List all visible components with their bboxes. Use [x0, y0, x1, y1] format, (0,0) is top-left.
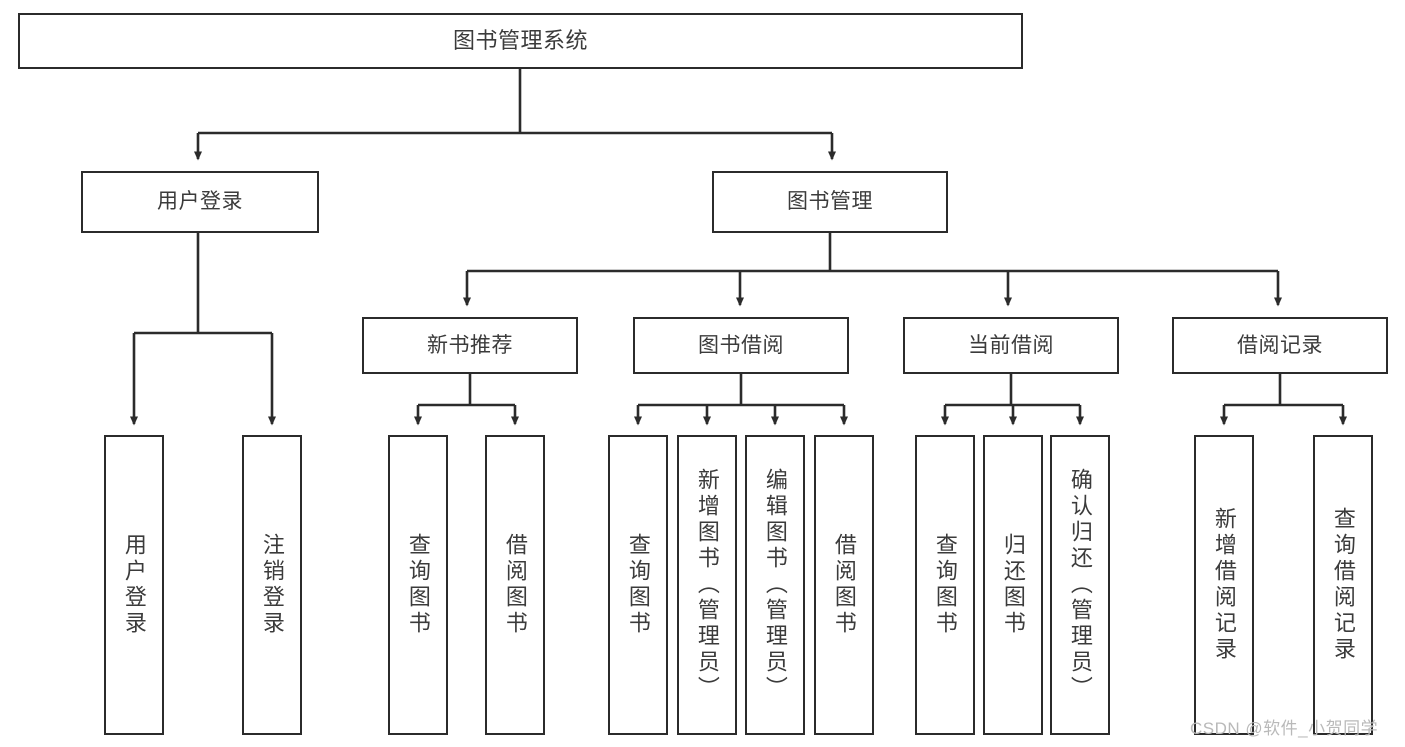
node-book-borrow[interactable]: 图书借阅 [633, 317, 849, 374]
node-leaf-add-borrow-record[interactable]: 新增借阅记录 [1194, 435, 1254, 735]
node-new-book-recommend[interactable]: 新书推荐 [362, 317, 578, 374]
node-leaf-borrow-book-label: 借阅图书 [831, 533, 857, 637]
node-user-login-label: 用户登录 [157, 190, 243, 214]
user-login-to-leaves-connectors [130, 233, 276, 426]
current-borrow-to-leaves-connectors [941, 374, 1084, 426]
node-leaf-user-login[interactable]: 用户登录 [104, 435, 164, 735]
book-management-to-level3-connectors [463, 233, 1282, 307]
borrow-records-to-leaves-connectors [1220, 374, 1347, 426]
new-book-recommend-to-leaves-connectors [414, 374, 519, 426]
node-leaf-query-book-borrow[interactable]: 查询图书 [608, 435, 668, 735]
node-leaf-confirm-return-admin-label: 确认归还（管理员） [1067, 468, 1093, 702]
node-leaf-query-borrow-record-label: 查询借阅记录 [1330, 507, 1356, 663]
node-current-borrow[interactable]: 当前借阅 [903, 317, 1119, 374]
node-leaf-return-book-label: 归还图书 [1000, 533, 1026, 637]
node-leaf-borrow-book[interactable]: 借阅图书 [814, 435, 874, 735]
node-leaf-return-book[interactable]: 归还图书 [983, 435, 1043, 735]
node-leaf-user-login-label: 用户登录 [121, 533, 147, 637]
node-leaf-add-book-admin[interactable]: 新增图书（管理员） [677, 435, 737, 735]
node-book-management[interactable]: 图书管理 [712, 171, 948, 233]
node-leaf-query-book-borrow-label: 查询图书 [625, 533, 651, 637]
csdn-watermark: CSDN @软件_小贺同学 [1190, 719, 1379, 738]
node-leaf-logout-login-label: 注销登录 [259, 533, 285, 637]
node-current-borrow-label: 当前借阅 [968, 333, 1054, 357]
node-root[interactable]: 图书管理系统 [18, 13, 1023, 69]
node-leaf-add-borrow-record-label: 新增借阅记录 [1211, 507, 1237, 663]
book-borrow-to-leaves-connectors [634, 374, 848, 426]
node-leaf-add-book-admin-label: 新增图书（管理员） [694, 468, 720, 702]
node-leaf-query-book-current[interactable]: 查询图书 [915, 435, 975, 735]
node-new-book-recommend-label: 新书推荐 [427, 333, 513, 357]
node-borrow-records-label: 借阅记录 [1237, 333, 1323, 357]
node-root-label: 图书管理系统 [452, 27, 588, 53]
node-leaf-logout-login[interactable]: 注销登录 [242, 435, 302, 735]
node-leaf-edit-book-admin-label: 编辑图书（管理员） [762, 468, 788, 702]
node-leaf-borrow-book-new-label: 借阅图书 [502, 533, 528, 637]
node-user-login[interactable]: 用户登录 [81, 171, 319, 233]
node-book-borrow-label: 图书借阅 [698, 333, 784, 357]
node-book-management-label: 图书管理 [787, 190, 873, 214]
node-leaf-query-book-new-label: 查询图书 [405, 533, 431, 637]
node-borrow-records[interactable]: 借阅记录 [1172, 317, 1388, 374]
node-leaf-edit-book-admin[interactable]: 编辑图书（管理员） [745, 435, 805, 735]
node-leaf-query-borrow-record[interactable]: 查询借阅记录 [1313, 435, 1373, 735]
node-leaf-query-book-new[interactable]: 查询图书 [388, 435, 448, 735]
node-leaf-borrow-book-new[interactable]: 借阅图书 [485, 435, 545, 735]
root-to-level2-connectors [194, 69, 836, 161]
node-leaf-query-book-current-label: 查询图书 [932, 533, 958, 637]
node-leaf-confirm-return-admin[interactable]: 确认归还（管理员） [1050, 435, 1110, 735]
